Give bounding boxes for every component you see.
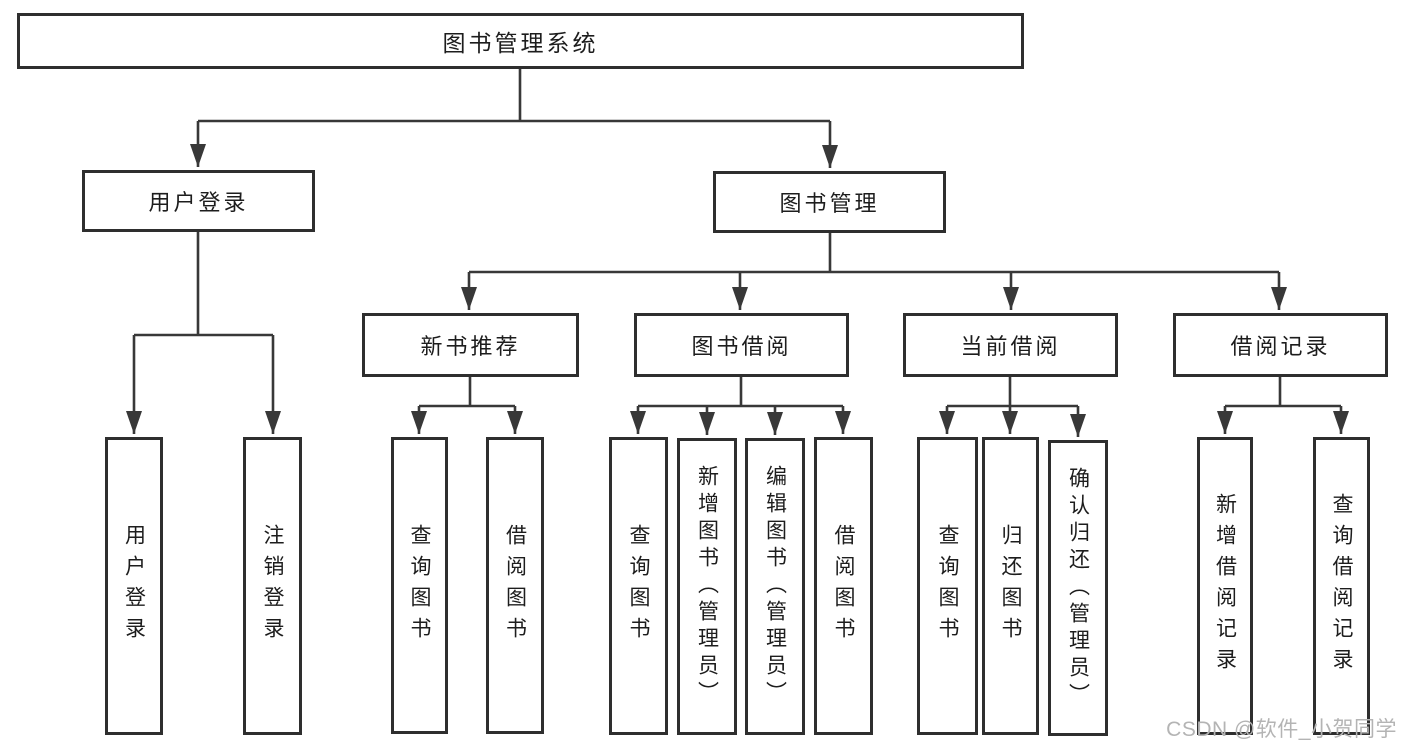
node-borrow-books-borrowing: 借阅图书 — [814, 437, 873, 735]
node-query-books-borrowing: 查询图书 — [609, 437, 668, 735]
node-book-management: 图书管理 — [713, 171, 946, 233]
node-add-book-admin: 新增图书（管理员） — [677, 438, 737, 735]
node-add-borrow-record: 新增借阅记录 — [1197, 437, 1253, 735]
connector-book-management-children — [461, 233, 1287, 310]
connector-current-borrowing-children — [939, 377, 1086, 437]
node-query-borrow-record: 查询借阅记录 — [1313, 437, 1370, 735]
node-book-borrowing: 图书借阅 — [634, 313, 849, 377]
node-new-book-recommendation: 新书推荐 — [362, 313, 579, 377]
node-edit-book-admin: 编辑图书（管理员） — [745, 438, 805, 735]
connector-root-to-level2 — [190, 68, 838, 168]
node-current-borrowing: 当前借阅 — [903, 313, 1118, 377]
connector-book-borrowing-children — [630, 377, 851, 435]
node-confirm-return-admin: 确认归还（管理员） — [1048, 440, 1108, 736]
node-user-login-action: 用户登录 — [105, 437, 163, 735]
connector-borrow-records-children — [1217, 377, 1349, 434]
connector-new-book-children — [411, 377, 523, 434]
node-return-books: 归还图书 — [982, 437, 1039, 735]
node-logout-action: 注销登录 — [243, 437, 302, 735]
node-query-books-current: 查询图书 — [917, 437, 978, 735]
node-user-login: 用户登录 — [82, 170, 315, 232]
node-library-system: 图书管理系统 — [17, 13, 1024, 69]
node-query-books-recommend: 查询图书 — [391, 437, 448, 734]
node-borrowing-records: 借阅记录 — [1173, 313, 1388, 377]
node-borrow-books-recommend: 借阅图书 — [486, 437, 544, 734]
connector-user-login-children — [126, 232, 281, 434]
